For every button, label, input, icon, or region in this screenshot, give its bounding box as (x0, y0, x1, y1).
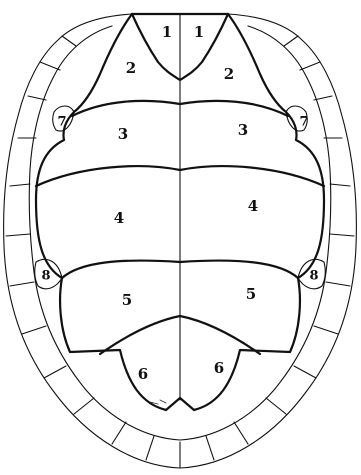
label-left-6: 6 (138, 365, 148, 383)
label-right-1: 1 (194, 23, 204, 41)
marginal-dividers-left (6, 36, 154, 460)
label-left-4: 4 (114, 209, 124, 227)
label-left-7: 7 (57, 115, 66, 130)
label-right-8: 8 (309, 269, 318, 284)
label-right-7: 7 (299, 115, 308, 130)
label-left-2: 2 (126, 59, 136, 77)
label-right-3: 3 (238, 121, 248, 139)
label-right-2: 2 (224, 65, 234, 83)
label-right-6: 6 (214, 359, 224, 377)
label-left-8: 8 (41, 269, 50, 284)
label-left-3: 3 (118, 125, 128, 143)
label-right-4: 4 (248, 197, 258, 215)
label-right-5: 5 (246, 285, 256, 303)
label-left-5: 5 (122, 291, 132, 309)
label-left-1: 1 (162, 23, 172, 41)
